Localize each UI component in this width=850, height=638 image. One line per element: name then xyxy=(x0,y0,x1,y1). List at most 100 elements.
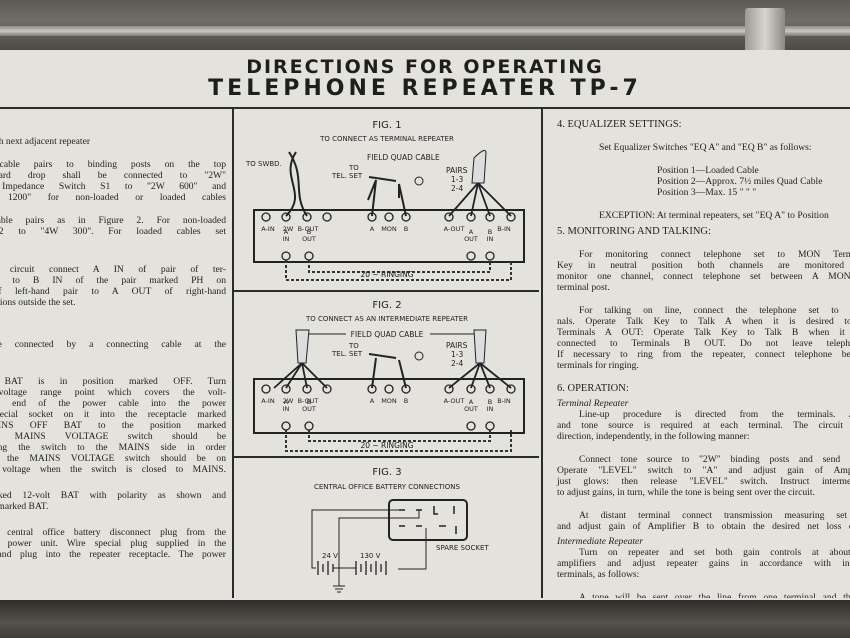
phantom-post xyxy=(485,251,495,261)
fig2-title: FIG. 2 xyxy=(372,300,401,311)
fig3-subtitle: CENTRAL OFFICE BATTERY CONNECTIONS xyxy=(314,483,461,491)
text-line: For talking on line, connect the telepho… xyxy=(579,305,850,316)
fig2-subtitle: TO CONNECT AS AN INTERMEDIATE REPEATER xyxy=(305,315,468,323)
text-line: connected to Terminals B OUT. Do not lea… xyxy=(557,338,850,349)
subsection-heading: tions xyxy=(0,365,226,376)
text-line: Position 1—Loaded Cable xyxy=(657,165,759,176)
text-line: e of panel. Set Impedance Switch S1 to "… xyxy=(0,181,226,192)
section-heading: NNECTIONS: xyxy=(0,313,226,324)
mounting-rod xyxy=(0,26,850,36)
fig2-pair-2-4: 2-4 xyxy=(451,359,463,368)
quad-cable-symbol xyxy=(414,176,424,186)
metal-frame-top xyxy=(0,0,850,54)
phantom-post xyxy=(304,421,314,431)
subsection-heading: Intermediate Repeater xyxy=(557,536,644,547)
section-heading: 4. EQUALIZER SETTINGS: xyxy=(557,119,682,130)
text-line: the 4-wire phantom circuit connect A IN … xyxy=(0,264,226,275)
binding-post xyxy=(302,212,312,222)
text-line: and adjust gain of Amplifier B to obtain… xyxy=(557,521,850,532)
terminal-label: MON xyxy=(381,225,397,233)
instruction-plaque xyxy=(0,50,850,600)
phantom-label: A xyxy=(469,398,474,406)
text-line: Set Equalizer Switches "EQ A" and "EQ B"… xyxy=(599,142,812,153)
text-line: VOLTAGE to the voltage range point which… xyxy=(0,387,226,398)
phantom-post xyxy=(281,251,291,261)
section-heading: 6. OPERATION: xyxy=(557,383,629,394)
text-line: terminals for ringing. xyxy=(557,360,639,371)
text-line: mportant that the MAINS VOLTAGE switch s… xyxy=(0,431,226,442)
text-line: nals. Operate Talk Key to Talk A when it… xyxy=(557,316,850,327)
fig3-24v: 24 V xyxy=(322,552,338,560)
fig1-to: TO xyxy=(348,164,359,172)
text-line: sed with this connection. xyxy=(0,560,226,571)
text-line: "OUT" by talking tests with next adjacen… xyxy=(0,136,91,147)
fig1-ringing: 20 ~ RINGING xyxy=(360,270,413,279)
binding-post xyxy=(384,384,394,394)
text-line: monitor one channel, connect telephone s… xyxy=(557,271,850,282)
phantom-label: A xyxy=(284,228,289,236)
text-line: just glows: then release "LEVEL" switch.… xyxy=(557,476,850,487)
battery-24v xyxy=(317,561,334,575)
fig1-subtitle: TO CONNECT AS TERMINAL REPEATER xyxy=(319,135,454,143)
text-line: Line-up procedure is directed from the t… xyxy=(579,409,850,420)
fig1-title: FIG. 1 xyxy=(372,120,401,131)
terminal-label: A xyxy=(370,225,375,233)
diagrams-column: FIG. 1 TO CONNECT AS TERMINAL REPEATER A… xyxy=(234,108,539,598)
phantom-post xyxy=(485,421,495,431)
fig1-to-swbd: TO SWBD. xyxy=(245,160,282,168)
text-line: If necessary to ring from the repeater, … xyxy=(557,349,850,360)
tel-set-wires xyxy=(368,353,407,389)
text-line: ltages in the set if the MAINS VOLTAGE s… xyxy=(0,453,226,464)
binding-post xyxy=(261,212,271,222)
text-line: S2 to "4W 1200". xyxy=(0,237,226,248)
fig1-tel-set: TEL. SET xyxy=(331,172,363,180)
text-line: s shown in Fig. 1, and plug into the rep… xyxy=(0,549,226,560)
metal-frame-bottom xyxy=(0,600,850,638)
phantom-label: B xyxy=(488,228,492,236)
terminal-label: B-IN xyxy=(497,225,511,233)
text-line: d which has the special socket on it int… xyxy=(0,409,226,420)
fig2-tel-set: TEL. SET xyxy=(331,350,363,358)
terminal-label: A-IN xyxy=(261,225,275,233)
wiring-diagrams: FIG. 1 TO CONNECT AS TERMINAL REPEATER A… xyxy=(234,120,539,593)
spare-socket xyxy=(388,499,468,541)
fig2-pairs: PAIRS xyxy=(446,341,468,350)
text-line: with 24 volt-130 volt central office bat… xyxy=(0,527,226,538)
tel-set-wires xyxy=(367,176,407,217)
quad-cable-fanout-left xyxy=(273,362,328,389)
terminal-label: B-IN xyxy=(497,397,511,405)
text-line: and Power Unit are connected by a connec… xyxy=(0,339,226,350)
fig1-panel xyxy=(253,209,525,263)
spare-socket-label: SPARE SOCKET xyxy=(436,544,489,552)
phantom-label: IN xyxy=(487,235,494,243)
terminal-label: A-OUT xyxy=(444,225,465,233)
quad-cable-symbol xyxy=(414,351,424,361)
field-quad-cable-left xyxy=(295,329,310,364)
text-line: For monitoring connect telephone set to … xyxy=(579,249,850,260)
phantom-label: OUT xyxy=(302,235,316,243)
swbd-drop-wires xyxy=(285,151,308,217)
text-line: Terminals A OUT: Operate Talk Key to Tal… xyxy=(557,327,850,338)
text-line: switch marked MAINS OFF BAT to the posit… xyxy=(0,420,226,431)
fig2-ringing: 20 ~ RINGING xyxy=(360,441,413,450)
text-line: Figure 1. Switchboard drop shall be conn… xyxy=(0,170,226,181)
text-line: Key in neutral position both channels ar… xyxy=(557,260,850,271)
title-line-2: TELEPHONE REPEATER TP-7 xyxy=(208,76,642,101)
phantom-label: A xyxy=(284,398,289,406)
text-line: to adjust gains, in turn, while the tone… xyxy=(557,487,815,498)
terminal-label: 2W xyxy=(283,225,294,233)
phantom-label: OUT xyxy=(302,405,316,413)
ringing-dashed-wires xyxy=(285,430,512,452)
text-line: Operate "LEVEL" switch to "A" and adjust… xyxy=(557,465,850,476)
phantom-label: A xyxy=(469,228,474,236)
terminal-label: A xyxy=(370,397,375,405)
fig2-pair-1-3: 1-3 xyxy=(451,350,463,359)
text-line: witches S1 and S2 to "4W 300". For loade… xyxy=(0,226,226,237)
binding-post xyxy=(384,212,394,222)
title-line-1: DIRECTIONS FOR OPERATING xyxy=(246,56,604,78)
phantom-label: IN xyxy=(283,235,290,243)
text-line: bottom left-hand side to B IN of the pai… xyxy=(0,275,226,286)
text-line: MAINS OFF BAT to side marked BAT. xyxy=(0,501,49,512)
binding-post xyxy=(322,212,332,222)
